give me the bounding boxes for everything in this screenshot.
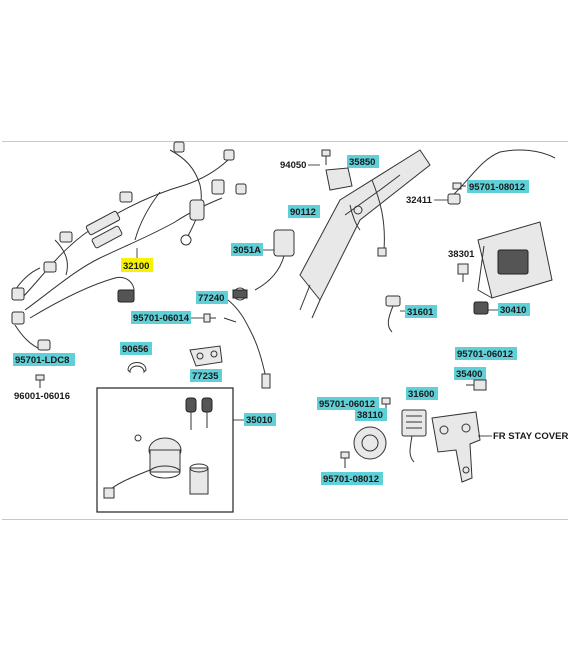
highlight-90112 — [288, 205, 320, 218]
label-35850[interactable]: 35850 — [349, 157, 375, 168]
label-96001-06016[interactable]: 96001-06016 — [14, 391, 70, 402]
bolt-icon — [35, 374, 45, 388]
regulator-31600-drawing — [401, 409, 427, 463]
label-90656[interactable]: 90656 — [122, 344, 148, 355]
label-90112[interactable]: 90112 — [290, 207, 316, 218]
highlight-77240 — [196, 291, 228, 304]
highlight-95701-06012-mid — [317, 397, 379, 410]
label-95701-06012-mid[interactable]: 95701-06012 — [319, 399, 375, 410]
label-95701-08012-top[interactable]: 95701-08012 — [469, 182, 525, 193]
highlight-3051a — [231, 243, 263, 256]
highlight-31600 — [406, 387, 438, 400]
label-77235[interactable]: 77235 — [192, 371, 219, 382]
highlight-32100 — [121, 258, 153, 272]
label-35400[interactable]: 35400 — [456, 369, 482, 380]
sensor-31601-icon — [385, 295, 405, 333]
highlight-38110 — [355, 408, 387, 421]
highlight-90656 — [120, 342, 152, 355]
ignition-coil-drawing — [232, 229, 295, 301]
frame-drawing — [299, 149, 431, 319]
battery-box-drawing — [477, 221, 553, 299]
cable-end — [261, 373, 271, 389]
horn-38110-drawing — [353, 426, 387, 460]
ignition-switch-drawing — [103, 434, 209, 499]
diagram-frame — [2, 141, 568, 520]
highlight-77235 — [190, 369, 222, 382]
label-31600[interactable]: 31600 — [408, 389, 434, 400]
relay-30410-icon — [473, 301, 489, 315]
label-32411[interactable]: 32411 — [406, 195, 433, 206]
highlight-95701-06012-right — [455, 347, 517, 360]
highlight-35010 — [244, 413, 276, 426]
highlight-95701-08012-bottom — [321, 472, 383, 485]
bracket-icon — [189, 345, 223, 367]
clamp-icon — [127, 362, 147, 374]
label-95701-08012-bottom[interactable]: 95701-08012 — [323, 474, 379, 485]
lock-set-box — [96, 387, 234, 513]
wire-harness-drawing — [11, 141, 247, 351]
label-95701-ldc8[interactable]: 95701-LDC8 — [15, 355, 69, 366]
highlight-35850 — [347, 155, 379, 168]
label-38110[interactable]: 38110 — [357, 410, 383, 421]
label-3051a[interactable]: 3051A — [233, 245, 261, 256]
label-38301[interactable]: 38301 — [448, 249, 475, 260]
stay-cover-bracket-drawing — [431, 411, 481, 483]
label-31601[interactable]: 31601 — [407, 307, 434, 318]
label-30410[interactable]: 30410 — [500, 305, 526, 316]
label-95701-06014[interactable]: 95701-06014 — [133, 313, 190, 324]
switch-35400-icon — [466, 379, 487, 391]
key-icon — [185, 397, 213, 430]
relay-38301-icon — [457, 263, 469, 282]
highlight-30410 — [498, 303, 530, 316]
highlight-95701-08012-top — [467, 180, 529, 193]
screw-94050-icon — [321, 149, 331, 165]
label-77240[interactable]: 77240 — [198, 293, 224, 304]
label-fr-stay-cover[interactable]: FR STAY COVER — [493, 431, 568, 442]
bolt-08012-bottom-icon — [340, 451, 350, 468]
label-95701-06012-right[interactable]: 95701-06012 — [457, 349, 513, 360]
wire-32411-drawing — [447, 149, 556, 201]
highlight-35400 — [454, 367, 486, 380]
cable-drawing — [227, 299, 267, 379]
horn-bracket-icon — [325, 167, 353, 191]
label-35010[interactable]: 35010 — [246, 415, 272, 426]
highlight-95701-ldc8 — [13, 353, 75, 366]
label-32100[interactable]: 32100 — [123, 261, 149, 272]
highlight-31601 — [405, 305, 437, 318]
screw-icon — [203, 313, 216, 323]
label-94050[interactable]: 94050 — [280, 160, 306, 171]
highlight-95701-06014 — [131, 311, 191, 324]
